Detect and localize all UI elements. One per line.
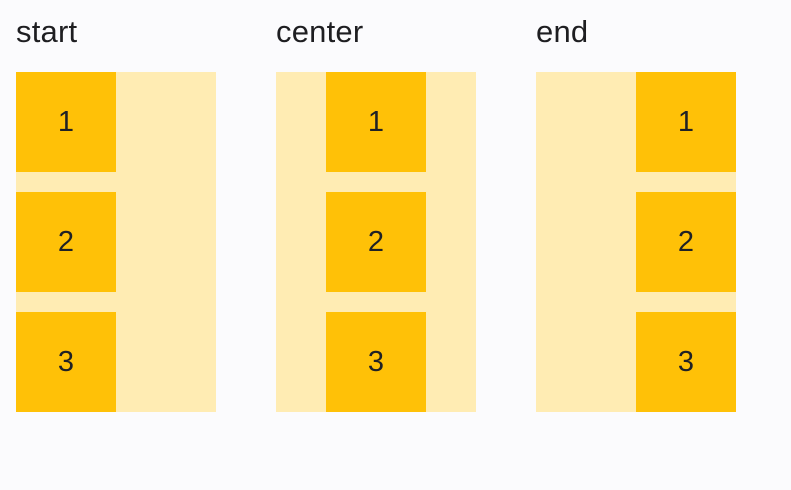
grid-item: 2 — [16, 192, 116, 292]
alignment-label-start: start — [16, 14, 78, 49]
alignment-demo-end: end 1 2 3 — [536, 12, 736, 412]
grid-item: 1 — [16, 72, 116, 172]
grid-container-end: 1 2 3 — [536, 72, 736, 412]
grid-item: 3 — [16, 312, 116, 412]
grid-item: 3 — [326, 312, 426, 412]
alignment-label-center: center — [276, 14, 364, 49]
grid-item: 1 — [326, 72, 426, 172]
alignment-demos: start 1 2 3 center 1 2 3 end 1 2 3 — [16, 12, 736, 412]
grid-container-center: 1 2 3 — [276, 72, 476, 412]
alignment-demo-start: start 1 2 3 — [16, 12, 216, 412]
grid-item: 2 — [636, 192, 736, 292]
grid-item: 3 — [636, 312, 736, 412]
grid-container-start: 1 2 3 — [16, 72, 216, 412]
alignment-label-end: end — [536, 14, 589, 49]
alignment-demo-center: center 1 2 3 — [276, 12, 476, 412]
grid-item: 1 — [636, 72, 736, 172]
grid-item: 2 — [326, 192, 426, 292]
